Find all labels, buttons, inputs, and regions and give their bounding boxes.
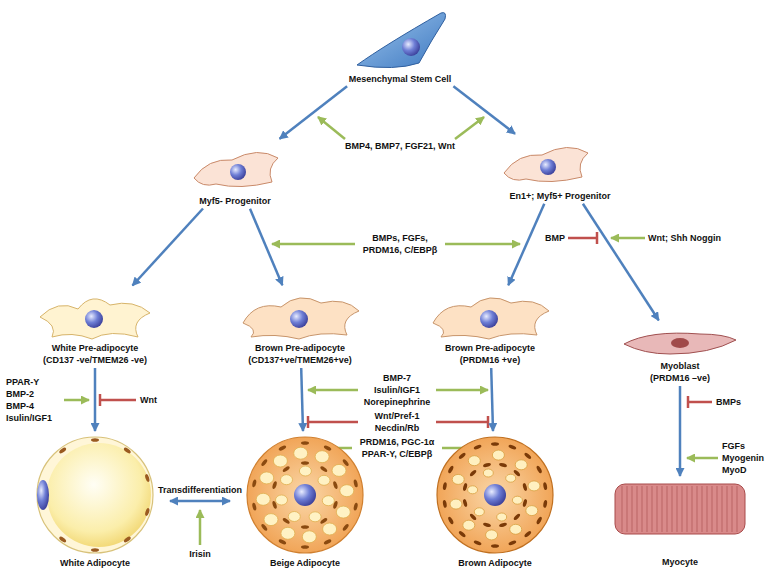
cell-illustration [180,140,290,195]
lineage-arrow [301,368,303,431]
cell-label: White Pre-adipocyte [27,342,163,354]
cell-illustration [30,287,160,342]
lineage-arrow [491,368,493,431]
preadipocyte-cell: Brown Pre-adipocyte(CD137+ve/TMEM26+ve) [227,287,373,366]
factor-label: Norepinephrine [364,396,431,408]
cell-illustration [230,287,370,342]
factor-label: Isulin/IGF1 [6,412,52,424]
factor-label: MyoD [722,464,747,476]
cell-label: Brown Pre-adipocyte [427,342,553,354]
lineage-arrow [453,86,515,134]
lineage-arrow [583,204,659,321]
lineage-arrow [170,500,230,503]
factor-label: PPAR-Y [6,376,39,388]
cell-label: (PRDM16 –ve) [617,372,743,384]
cell-illustration [620,322,740,360]
cell-label: Beige Adipocyte [232,557,378,569]
myocyte-cell: Myocyte [607,478,753,568]
factor-label: BMP [545,232,565,244]
factor-label: BMP-2 [6,388,34,400]
cell-label: (PRDM16 +ve) [427,354,553,366]
adipocyte-cell: White Adipocyte [22,433,168,569]
cell-label: White Adipocyte [22,557,168,569]
cell-illustration [25,433,165,557]
factor-label: BMPs [716,396,741,408]
factor-label: BMP-4 [6,400,34,412]
cell-illustration [430,287,550,342]
edge-label: Transdifferentiation [156,484,244,496]
factor-label: Wnt; Shh Noggin [648,232,721,244]
cell-label: (CD137+ve/TMEM26+ve) [227,354,373,366]
factor-label: Myogenin [722,452,764,464]
factor-label: Necdin/Rb [375,422,420,434]
factor-label: PRDM16, C/EBPβ [363,244,438,256]
cell-label: Brown Pre-adipocyte [227,342,373,354]
lineage-arrow [280,86,348,139]
factor-label: Isulin/IGF1 [374,384,420,396]
progenitor-cell: En1+; Myf5+ Progenitor [487,135,633,202]
lineage-arrow [94,368,97,431]
factor-label: PRDM16, PGC-1α [360,436,435,448]
cell-label: Myocyte [607,556,753,568]
cell-label: (CD137 -ve/TMEM26 -ve) [27,354,163,366]
factor-label: Wnt [140,394,157,406]
cell-illustration [610,478,750,556]
preadipocyte-cell: Brown Pre-adipocyte(PRDM16 +ve) [427,287,553,366]
factor-label: BMPs, FGFs, [372,232,428,244]
adipocyte-cell: Brown Adipocyte [422,433,568,569]
cell-illustration [490,135,630,190]
factor-label: FGFs [722,440,745,452]
factor-label: BMP-7 [383,372,411,384]
lineage-arrow [133,209,204,286]
progenitor-cell: Myf5- Progenitor [177,140,293,207]
factor-label: Wnt/Pref-1 [375,410,420,422]
lineage-arrow [250,209,282,285]
lineage-arrow [679,386,682,476]
cell-label: Myoblast [617,360,743,372]
cell-label: Brown Adipocyte [422,557,568,569]
cell-label: En1+; Myf5+ Progenitor [487,190,633,202]
cell-illustration [345,5,455,73]
myoblast-cell: Myoblast(PRDM16 –ve) [617,322,743,384]
factor-label: Irisin [189,548,211,560]
lineage-arrow [508,204,544,285]
cell-label: Mesenchymal Stem Cell [342,73,458,85]
factor-label: PPAR-Y, C/EBPβ [362,448,432,460]
stem-cell: Mesenchymal Stem Cell [342,5,458,85]
factor-label: BMP4, BMP7, FGF21, Wnt [345,140,455,152]
cell-label: Myf5- Progenitor [177,195,293,207]
adipocyte-cell: Beige Adipocyte [232,433,378,569]
cell-illustration [425,433,565,557]
preadipocyte-cell: White Pre-adipocyte(CD137 -ve/TMEM26 -ve… [27,287,163,366]
cell-illustration [235,433,375,557]
